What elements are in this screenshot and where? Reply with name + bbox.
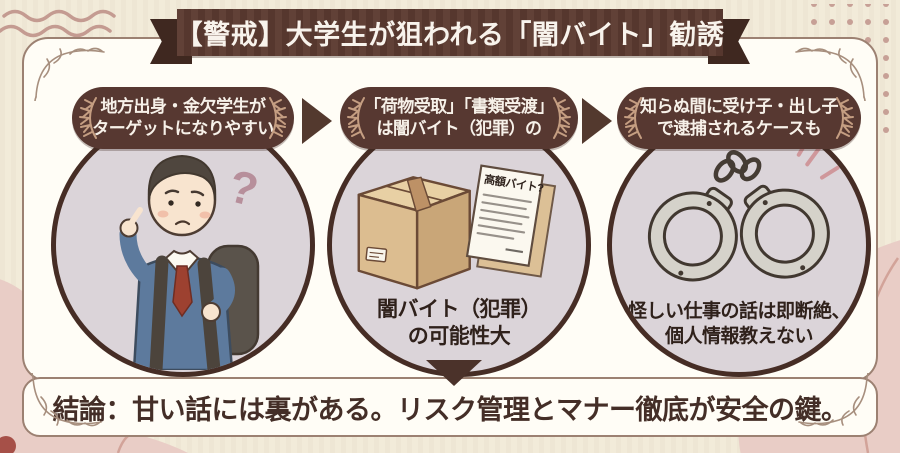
step3-caption-line1: 怪しい仕事の話は即断絶、 bbox=[627, 301, 851, 322]
confused-student-illustration: ? bbox=[119, 154, 264, 370]
corner-flourish-icon bbox=[31, 373, 102, 427]
left-cuff-icon bbox=[647, 186, 738, 282]
step3-label-line1: 知らぬ間に受け子・出し子 bbox=[640, 97, 839, 116]
step3-caption-line2: 個人情報教えない bbox=[664, 326, 814, 347]
step3-label: 知らぬ間に受け子・出し子 で逮捕されるケースも bbox=[617, 87, 861, 149]
laurel-icon bbox=[347, 97, 365, 139]
corner-flourish-icon bbox=[795, 47, 866, 101]
flyer-document-icon: 高額バイト? bbox=[465, 164, 557, 278]
step2-caption-line1: 闇バイト（犯罪） bbox=[377, 298, 542, 321]
wave-decoration bbox=[0, 9, 116, 38]
handcuffs-illustration bbox=[647, 140, 840, 282]
laurel-icon bbox=[269, 97, 287, 139]
step1-circle: ? bbox=[51, 113, 315, 377]
step2-label-line2: は闇バイト（犯罪）の bbox=[376, 119, 543, 138]
step2-label: 「荷物受取」「書類受渡」 は闇バイト（犯罪）の bbox=[340, 87, 578, 149]
cardboard-box-icon bbox=[357, 176, 471, 290]
step2-caption-line2: の可能性大 bbox=[407, 325, 511, 348]
laurel-icon bbox=[553, 97, 571, 139]
laurel-icon bbox=[836, 97, 854, 139]
laurel-icon bbox=[624, 97, 642, 139]
red-dot-decoration bbox=[0, 436, 16, 453]
laurel-icon bbox=[79, 97, 97, 139]
step3-label-line2: で逮捕されるケースも bbox=[656, 119, 822, 138]
chain-icon bbox=[713, 150, 762, 183]
title-banner: 【警戒】大学生が狙われる「闇バイト」勧誘 bbox=[175, 9, 725, 56]
conclusion-text: 結論：甘い話には裏がある。リスク管理とマナー徹底が安全の鍵。 bbox=[52, 394, 849, 425]
corner-flourish-icon bbox=[798, 373, 869, 427]
package-documents-illustration: 高額バイト? bbox=[357, 164, 557, 290]
page-title: 【警戒】大学生が狙われる「闇バイト」勧誘 bbox=[175, 20, 725, 50]
step2-circle: 高額バイト? 闇バイト（犯罪） の可能性大 bbox=[327, 113, 591, 377]
step2-label-line1: 「荷物受取」「書類受渡」 bbox=[364, 97, 554, 116]
step1-label: 地方出身・金欠学生が ターゲットになりやすい bbox=[72, 87, 294, 149]
step2-caption: 闇バイト（犯罪） の可能性大 bbox=[332, 296, 586, 350]
step3-circle: 怪しい仕事の話は即断絶、 個人情報教えない bbox=[607, 113, 871, 377]
corner-flourish-icon bbox=[34, 47, 105, 101]
step1-label-line1: 地方出身・金欠学生が bbox=[100, 97, 267, 116]
right-cuff-icon bbox=[739, 184, 830, 279]
step3-caption: 怪しい仕事の話は即断絶、 個人情報教えない bbox=[612, 299, 866, 349]
question-mark-icon: ? bbox=[224, 159, 264, 216]
conclusion-bar: 結論：甘い話には裏がある。リスク管理とマナー徹底が安全の鍵。 bbox=[22, 377, 878, 437]
step1-label-line2: ターゲットになりやすい bbox=[92, 119, 274, 138]
